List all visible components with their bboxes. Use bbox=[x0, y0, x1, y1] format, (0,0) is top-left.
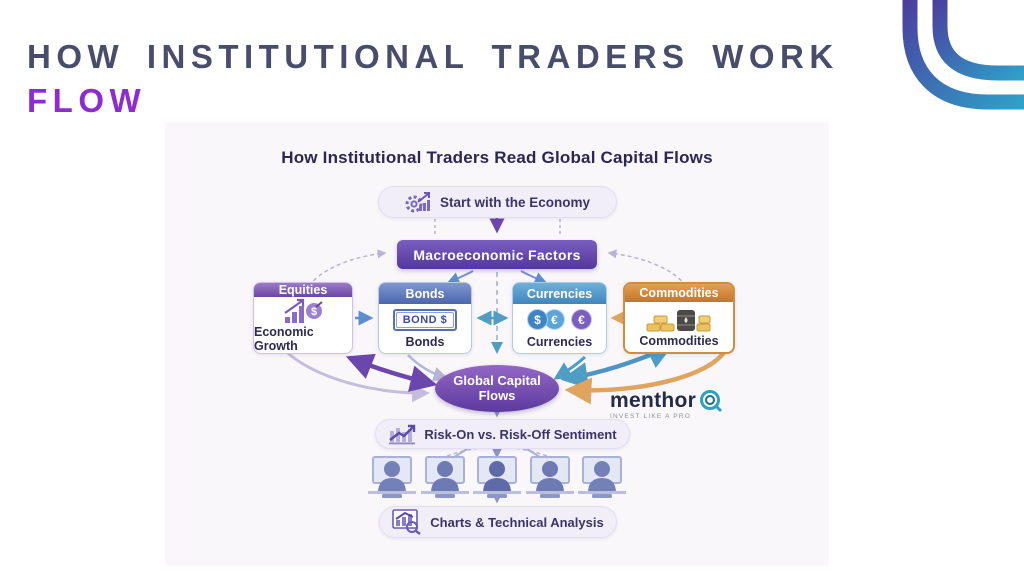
trader-icon bbox=[473, 456, 521, 498]
euro-coin-2: € bbox=[571, 309, 592, 330]
bonds-label: Bonds bbox=[405, 335, 445, 349]
bonds-header: Bonds bbox=[379, 283, 471, 304]
risk-pill-label: Risk-On vs. Risk-Off Sentiment bbox=[424, 426, 617, 442]
menthorq-logo: menthor INVEST LIKE A PRO bbox=[610, 388, 724, 420]
diagram-panel: How Institutional Traders Read Global Ca… bbox=[165, 122, 829, 566]
trader-icon bbox=[420, 456, 469, 498]
corner-swoosh-icon bbox=[902, 0, 1024, 110]
equities-header: Equities bbox=[254, 283, 352, 297]
bond-cert-text: BOND $ bbox=[395, 311, 455, 328]
menthorq-q-icon bbox=[700, 390, 723, 413]
global-capital-flows-ellipse: Global Capital Flows bbox=[435, 365, 559, 412]
gold-bars-barrel-icon bbox=[646, 310, 711, 332]
menthorq-tagline: INVEST LIKE A PRO bbox=[610, 413, 691, 420]
equities-box: Equities $ Economic Growth bbox=[253, 282, 353, 354]
svg-text:$: $ bbox=[311, 306, 317, 318]
start-pill-label: Start with the Economy bbox=[439, 194, 591, 210]
equities-label: Economic Growth bbox=[254, 325, 314, 353]
macroeconomic-factors-box: Macroeconomic Factors bbox=[397, 240, 597, 269]
risk-chart-icon bbox=[389, 424, 416, 445]
start-with-economy-pill: Start with the Economy bbox=[378, 186, 617, 218]
macro-box-label: Macroeconomic Factors bbox=[413, 246, 581, 263]
charts-pill-label: Charts & Technical Analysis bbox=[430, 514, 604, 530]
commodities-box: Commodities Commodities bbox=[623, 282, 735, 354]
slide-title-line2: FLOW bbox=[27, 82, 147, 119]
trader-icon bbox=[525, 456, 574, 498]
commodities-label: Commodities bbox=[639, 334, 719, 348]
menthorq-brand-text: menthor bbox=[610, 389, 697, 412]
bond-certificate-icon: BOND $ bbox=[392, 308, 458, 331]
gear-chart-icon bbox=[405, 192, 430, 213]
currency-coins-icon: $ € € bbox=[513, 304, 606, 335]
flows-label-line1: Global Capital bbox=[453, 372, 541, 388]
equities-growth-icon: $ bbox=[284, 298, 323, 323]
risk-sentiment-pill: Risk-On vs. Risk-Off Sentiment bbox=[375, 419, 630, 449]
dollar-coin: $ bbox=[527, 309, 548, 330]
euro-coin: € bbox=[544, 309, 565, 330]
flows-label-line2: Flows bbox=[478, 387, 516, 403]
slide-title-line1: HOW INSTITUTIONAL TRADERS WORK bbox=[27, 38, 839, 75]
diagram-title: How Institutional Traders Read Global Ca… bbox=[281, 148, 713, 167]
charts-analysis-pill: Charts & Technical Analysis bbox=[379, 506, 617, 538]
trader-icon bbox=[578, 456, 626, 498]
currencies-label: Currencies bbox=[526, 335, 593, 349]
traders-row bbox=[367, 455, 627, 501]
trader-icon bbox=[368, 456, 416, 498]
currencies-box: Currencies $ € € Currencies bbox=[512, 282, 607, 354]
currencies-header: Currencies bbox=[513, 283, 606, 304]
bonds-box: Bonds BOND $ Bonds bbox=[378, 282, 472, 354]
commodities-header: Commodities bbox=[625, 284, 733, 302]
chart-magnifier-icon bbox=[392, 509, 422, 535]
